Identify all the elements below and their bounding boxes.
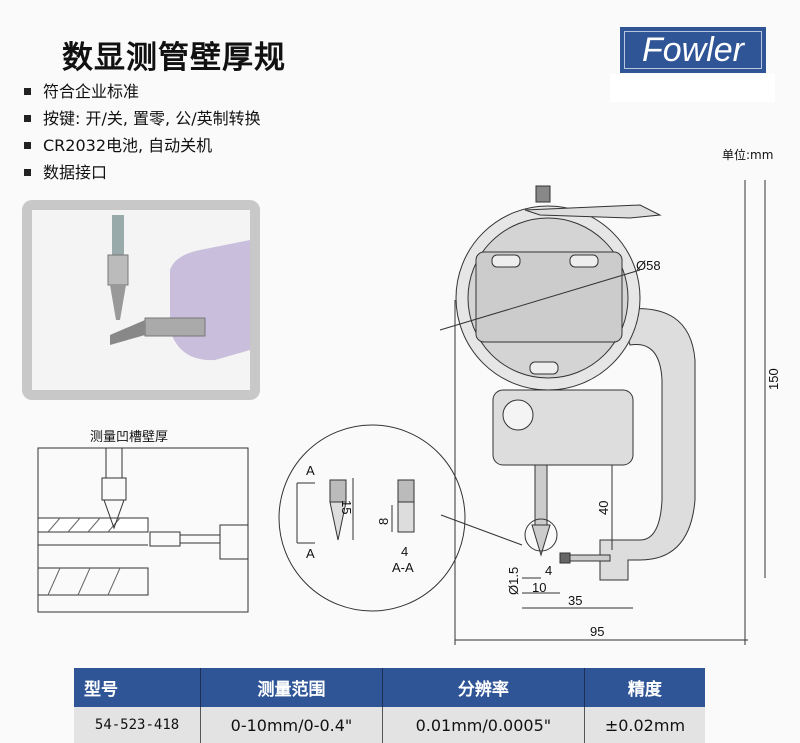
bullet-icon: [24, 142, 31, 149]
cell-accuracy: ±0.02mm: [584, 707, 705, 743]
header-model: 型号: [74, 668, 202, 707]
section-mark-bottom: A: [306, 546, 315, 561]
section-mark-top: A: [306, 463, 315, 478]
cell-range: 0-10mm/0-0.4": [200, 707, 383, 743]
brand-logo: Fowler: [620, 27, 766, 73]
feature-text: 按键: 开/关, 置零, 公/英制转换: [43, 109, 261, 128]
cell-model: 54-523-418: [74, 707, 202, 743]
gauge-drawing: [455, 185, 696, 581]
feature-text: 符合企业标准: [43, 82, 140, 101]
table-row: 54-523-418 0-10mm/0-0.4" 0.01mm/0.0005" …: [74, 707, 705, 743]
unit-label: 单位:mm: [722, 148, 774, 162]
dim-tip-width: 4: [401, 544, 408, 559]
feature-text: CR2032电池, 自动关机: [43, 136, 213, 155]
dim-anvil-tip: 4: [545, 563, 552, 578]
header-resolution: 分辨率: [382, 668, 585, 707]
dim-anvil-dia: Ø1.5: [506, 567, 521, 595]
header-accuracy: 精度: [584, 668, 705, 707]
logo-backdrop: [610, 74, 775, 102]
dim-height: 150: [766, 368, 781, 390]
list-item: 符合企业标准: [24, 78, 261, 105]
spec-table: 型号 测量范围 分辨率 精度 54-523-418 0-10mm/0-0.4" …: [74, 668, 705, 743]
feature-list: 符合企业标准 按键: 开/关, 置零, 公/英制转换 CR2032电池, 自动关…: [24, 78, 261, 186]
dim-anvil-len: 10: [532, 580, 546, 595]
bullet-icon: [24, 115, 31, 122]
dim-reach: 35: [568, 593, 582, 608]
list-item: CR2032电池, 自动关机: [24, 132, 261, 159]
dim-dial-dia: Ø58: [636, 258, 661, 273]
feature-text: 数据接口: [43, 163, 108, 182]
section-label: A-A: [392, 560, 414, 575]
dimension-labels: Ø58 150 95 40 35 10 4 Ø1.5 15 8 4 A A A-…: [306, 258, 781, 639]
tip-detail: [278, 424, 523, 612]
bullet-icon: [24, 169, 31, 176]
groove-label: 测量凹槽壁厚: [90, 430, 169, 445]
groove-section-drawing: [37, 447, 249, 613]
bullet-icon: [24, 88, 31, 95]
cell-resolution: 0.01mm/0.0005": [382, 707, 585, 743]
table-header-row: 型号 测量范围 分辨率 精度: [74, 668, 705, 707]
dim-tip-flat: 8: [376, 518, 391, 525]
dim-width: 95: [590, 624, 604, 639]
list-item: 按键: 开/关, 置零, 公/英制转换: [24, 105, 261, 132]
product-photo: [22, 200, 260, 400]
page-title: 数显测管壁厚规: [62, 40, 286, 76]
header-range: 测量范围: [200, 668, 383, 707]
list-item: 数据接口: [24, 159, 261, 186]
dim-depth: 40: [596, 501, 611, 515]
dim-tip-len: 15: [339, 500, 354, 514]
dimension-lines: [439, 180, 766, 645]
